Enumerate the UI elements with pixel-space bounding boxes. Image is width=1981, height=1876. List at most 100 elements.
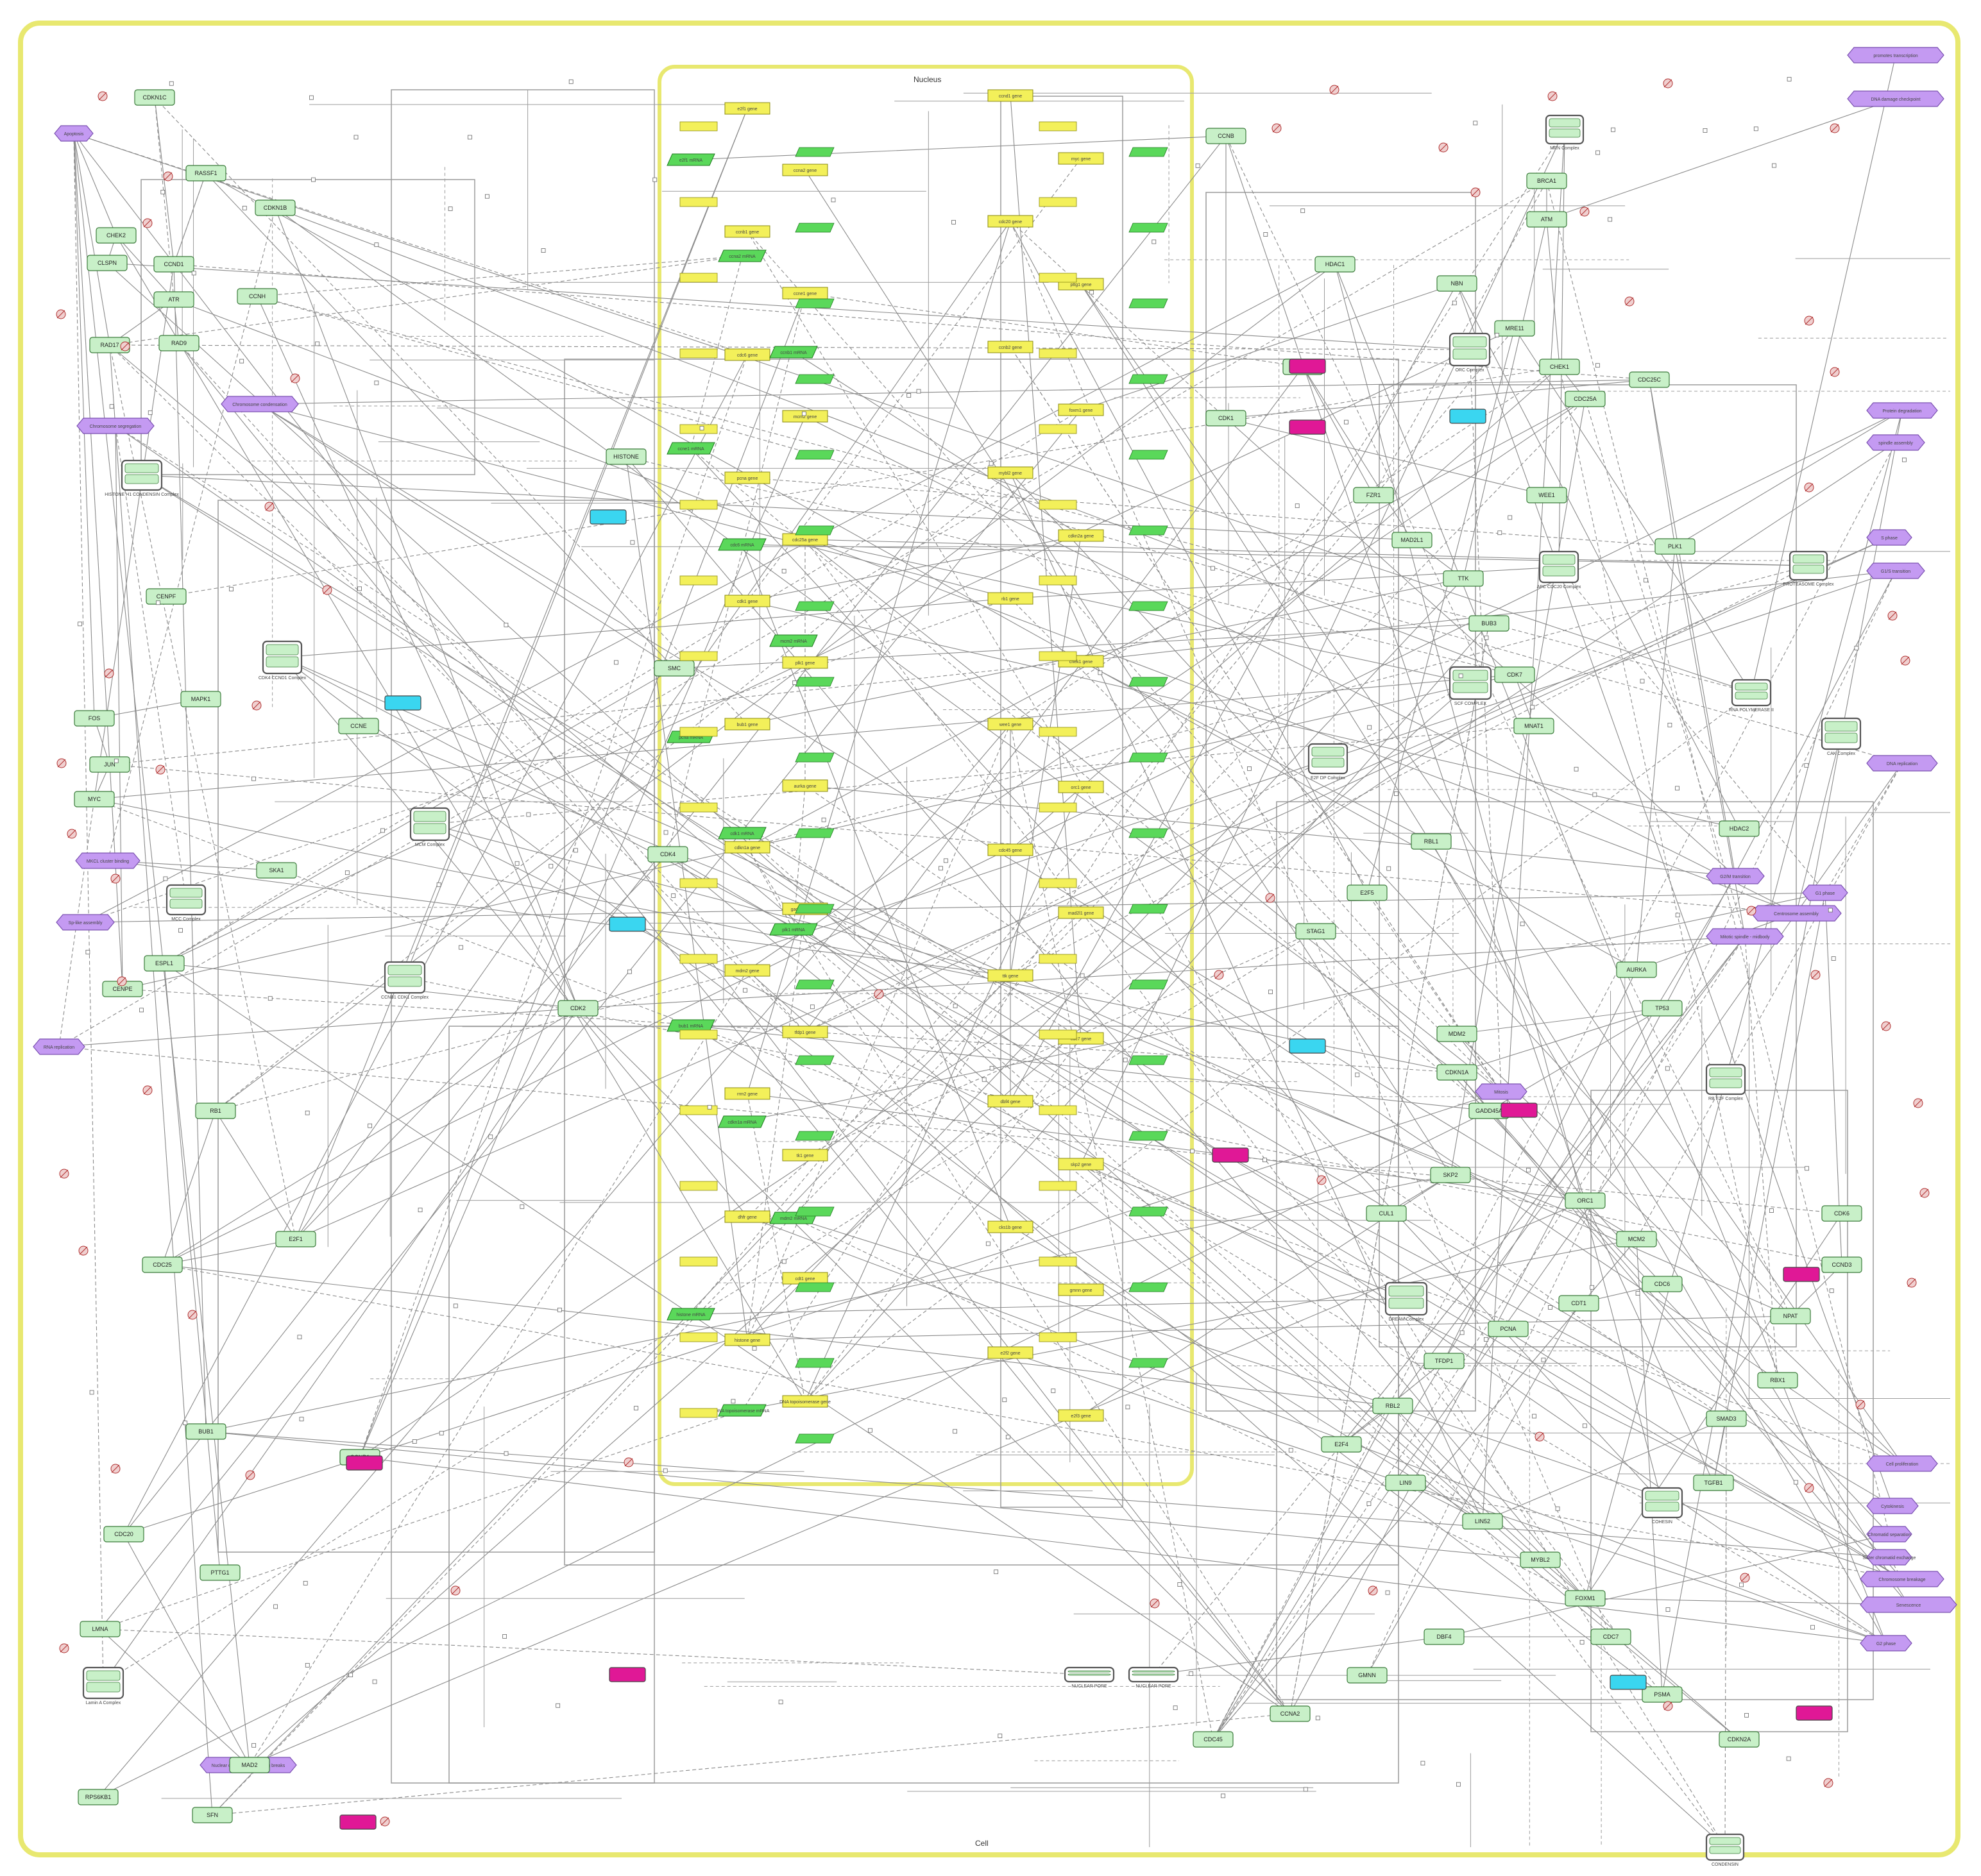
rna-node[interactable]: e2f1 mRNA <box>667 153 715 166</box>
protein-node[interactable]: SFN <box>192 1807 233 1823</box>
protein-node[interactable]: ATM <box>1526 211 1567 228</box>
protein-node[interactable]: RASSF1 <box>185 165 226 182</box>
protein-node[interactable]: MDM2 <box>1436 1026 1477 1042</box>
highlighted-node[interactable] <box>1796 1705 1833 1721</box>
gene-node[interactable]: foxm1 gene <box>1058 403 1104 416</box>
highlighted-node[interactable] <box>1212 1147 1249 1163</box>
protein-node[interactable]: CDKN2A <box>1719 1731 1760 1748</box>
phenotype-node[interactable]: Chromosome breakage <box>1860 1571 1944 1587</box>
phenotype-node[interactable]: RNA replication <box>33 1038 85 1055</box>
protein-node[interactable]: ESPL1 <box>144 955 185 972</box>
rna-node[interactable]: mcm2 mRNA <box>769 634 818 647</box>
phenotype-node[interactable]: promotes transcription <box>1847 47 1944 63</box>
phenotype-node[interactable]: Mitosis <box>1475 1083 1527 1100</box>
protein-node[interactable]: CDC20 <box>103 1526 144 1542</box>
phenotype-node[interactable]: G2/M transition <box>1706 868 1765 884</box>
protein-node[interactable]: MNAT1 <box>1513 718 1554 734</box>
protein-node[interactable]: JUN <box>89 756 130 773</box>
protein-node[interactable]: CDC25C <box>1629 371 1670 388</box>
highlighted-node[interactable] <box>1449 409 1486 424</box>
highlighted-node[interactable] <box>384 695 421 711</box>
highlighted-node[interactable] <box>1783 1267 1820 1282</box>
phenotype-node[interactable]: Protein degradation <box>1866 402 1938 419</box>
highlighted-node[interactable] <box>1610 1675 1647 1690</box>
protein-node[interactable]: AURKA <box>1616 961 1657 978</box>
protein-node[interactable]: BRCA1 <box>1526 173 1567 189</box>
protein-node[interactable]: DBF4 <box>1424 1628 1465 1645</box>
gene-node[interactable]: gmnn gene <box>1058 1283 1104 1296</box>
protein-node[interactable]: CDC25 <box>142 1256 183 1273</box>
protein-node[interactable]: BUB1 <box>185 1423 226 1440</box>
protein-node[interactable]: FOS <box>74 710 115 727</box>
protein-node[interactable]: WEE1 <box>1526 487 1567 503</box>
gene-node[interactable]: skp2 gene <box>1058 1158 1104 1170</box>
protein-node[interactable]: RBL1 <box>1411 833 1452 850</box>
protein-node[interactable]: LMNA <box>80 1621 121 1637</box>
protein-node[interactable]: CENPF <box>146 588 187 605</box>
rna-node[interactable]: ccne1 mRNA <box>667 442 715 455</box>
phenotype-node[interactable]: Chromosome segregation <box>76 418 155 434</box>
complex-node[interactable]: MRN Complex <box>1545 114 1585 151</box>
protein-node[interactable]: ATR <box>153 291 194 308</box>
gene-node[interactable]: bub1 gene <box>724 718 770 731</box>
gene-node[interactable]: mybl2 gene <box>987 466 1033 479</box>
gene-node[interactable]: e2f3 gene <box>1058 1409 1104 1422</box>
phenotype-node[interactable]: Cytokinesis <box>1866 1498 1919 1514</box>
complex-node[interactable]: MCM Complex <box>409 807 450 847</box>
gene-node[interactable]: ccnb2 gene <box>987 341 1033 353</box>
gene-node[interactable]: cdc45 gene <box>987 843 1033 856</box>
protein-node[interactable]: TFDP1 <box>1424 1353 1465 1369</box>
gene-node[interactable]: ccnb1 gene <box>724 225 770 238</box>
phenotype-node[interactable]: Cell proliferation <box>1866 1455 1938 1472</box>
complex-node[interactable]: CONDENSIN <box>1705 1833 1745 1867</box>
protein-node[interactable]: CDC6 <box>1642 1276 1683 1292</box>
highlighted-node[interactable] <box>590 509 627 525</box>
gene-node[interactable]: rrm2 gene <box>724 1087 770 1100</box>
complex-node[interactable]: CCNB1 CDK1 Complex <box>381 961 429 1000</box>
highlighted-node[interactable] <box>346 1455 383 1471</box>
complex-node[interactable]: CDK4 CCND1 Complex <box>259 640 307 680</box>
gene-node[interactable]: aurka gene <box>782 779 828 792</box>
gene-node[interactable]: e2f2 gene <box>987 1346 1033 1359</box>
gene-node[interactable]: dbf4 gene <box>987 1095 1033 1108</box>
protein-node[interactable]: E2F1 <box>275 1231 316 1247</box>
protein-node[interactable]: RPS6KB1 <box>78 1789 119 1805</box>
protein-node[interactable]: MYBL2 <box>1520 1551 1561 1568</box>
protein-node[interactable]: STAG1 <box>1295 923 1336 940</box>
protein-node[interactable]: BUB3 <box>1468 615 1509 632</box>
phenotype-node[interactable]: Sister chromatid exchange <box>1863 1549 1916 1566</box>
gene-node[interactable]: ccna2 gene <box>782 164 828 176</box>
rna-node[interactable]: plk1 mRNA <box>769 923 818 936</box>
highlighted-node[interactable] <box>1289 359 1326 374</box>
rna-node[interactable]: ccna2 mRNA <box>718 249 767 262</box>
gene-node[interactable]: cdc6 gene <box>724 348 770 361</box>
gene-node[interactable]: cdt1 gene <box>782 1272 828 1285</box>
complex-node[interactable]: ORC Complex <box>1449 332 1491 373</box>
gene-node[interactable]: dhfr gene <box>724 1210 770 1223</box>
protein-node[interactable]: CCNH <box>237 288 278 305</box>
protein-node[interactable]: PTTG1 <box>200 1564 241 1581</box>
protein-node[interactable]: SMC <box>654 660 695 677</box>
phenotype-node[interactable]: DNA replication <box>1866 755 1938 772</box>
protein-node[interactable]: MAD2L1 <box>1391 532 1433 548</box>
highlighted-node[interactable] <box>339 1814 377 1830</box>
phenotype-node[interactable]: G1/S transition <box>1866 562 1925 579</box>
complex-node[interactable]: CAK Complex <box>1821 717 1862 756</box>
protein-node[interactable]: SKA1 <box>256 862 297 879</box>
gene-node[interactable]: cks1b gene <box>987 1221 1033 1233</box>
complex-node[interactable]: APC CDC20 Complex <box>1537 550 1581 589</box>
gene-node[interactable]: e2f1 gene <box>724 102 770 115</box>
phenotype-node[interactable]: Chromatid separation <box>1866 1526 1912 1542</box>
complex-node[interactable]: RNA POLYMERASE II <box>1729 679 1774 713</box>
protein-node[interactable]: TP53 <box>1642 1000 1683 1017</box>
gene-node[interactable]: cdc20 gene <box>987 215 1033 228</box>
protein-node[interactable]: CDC7 <box>1590 1628 1631 1645</box>
phenotype-node[interactable]: Sp-like assembly <box>56 914 115 931</box>
protein-node[interactable]: TTK <box>1443 570 1484 587</box>
phenotype-node[interactable]: G2 phase <box>1860 1635 1912 1652</box>
protein-node[interactable]: FZR1 <box>1353 487 1394 503</box>
gene-node[interactable]: mad2l1 gene <box>1058 906 1104 919</box>
phenotype-node[interactable]: Senescence <box>1860 1596 1957 1613</box>
gene-node[interactable]: ttk gene <box>987 969 1033 982</box>
protein-node[interactable]: ORC1 <box>1565 1192 1606 1209</box>
